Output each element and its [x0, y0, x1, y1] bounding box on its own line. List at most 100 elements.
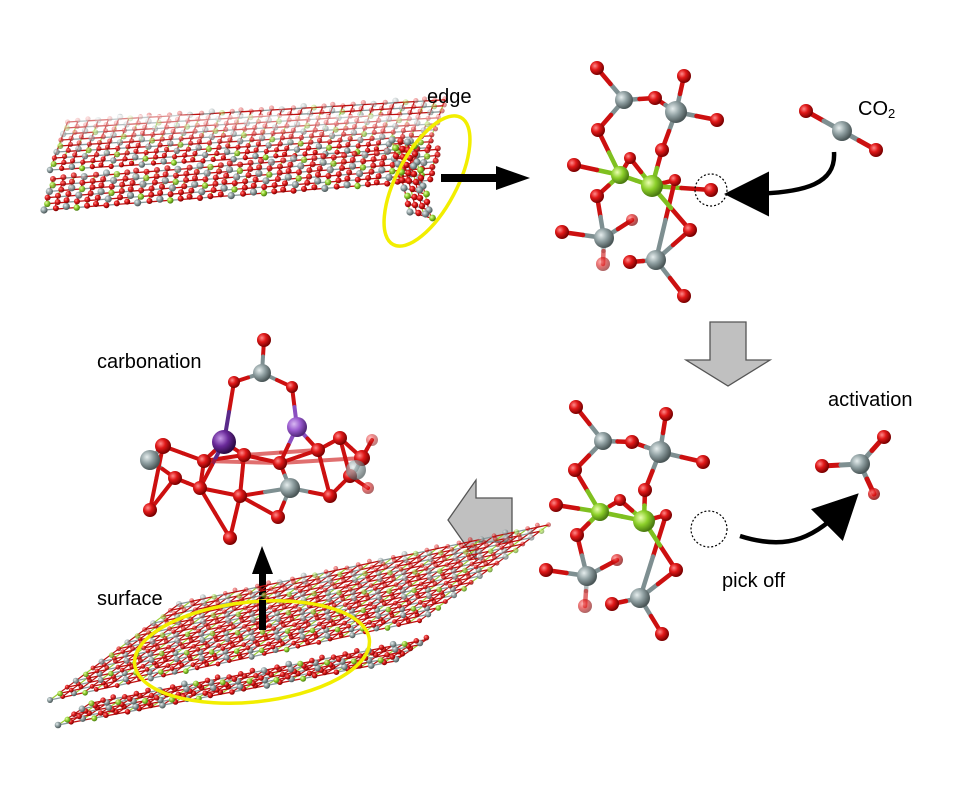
calcium-atom [513, 548, 519, 554]
carbon-atom [302, 579, 308, 585]
oxygen-atom [168, 191, 174, 197]
oxygen-atom [71, 711, 77, 717]
carbon-atom [228, 192, 235, 199]
oxygen-atom [116, 646, 121, 651]
oxygen-atom [411, 194, 417, 200]
carbon-atom [196, 144, 202, 150]
calcium-atom [142, 698, 148, 704]
calcium-atom [311, 105, 317, 111]
calcium-atom [167, 197, 173, 203]
carbonate-cluster-top [555, 61, 724, 303]
oxygen-atom [648, 91, 662, 105]
carbonation-label-text: carbonation [97, 351, 202, 373]
oxygen-atom [116, 665, 121, 670]
carbon-atom [132, 154, 138, 160]
carbon-atom [68, 184, 75, 191]
oxygen-atom [335, 150, 340, 155]
oxygen-atom [90, 164, 95, 169]
oxygen-atom [61, 160, 66, 165]
oxygen-atom [539, 563, 553, 577]
oxygen-atom [312, 155, 318, 161]
oxygen-atom [535, 523, 540, 528]
oxygen-atom [419, 203, 425, 209]
carbon-atom [204, 170, 211, 177]
oxygen-atom [334, 669, 340, 675]
oxygen-atom [59, 166, 64, 171]
oxygen-atom [280, 187, 286, 193]
oxygen-atom [232, 180, 238, 186]
calcium-atom [461, 586, 467, 592]
activation-arrow [740, 506, 846, 542]
calcium-atom [462, 568, 468, 574]
oxygen-atom [291, 188, 297, 194]
oxygen-atom [242, 185, 248, 191]
carbon-atom [279, 106, 285, 112]
oxygen-atom [449, 565, 454, 570]
carbon-atom [577, 566, 597, 586]
oxygen-atom [310, 161, 316, 167]
oxygen-atom [677, 289, 691, 303]
potassium-atom [287, 417, 307, 437]
oxygen-atom [217, 625, 222, 630]
calcium-atom [209, 649, 215, 655]
oxygen-atom [374, 150, 380, 156]
oxygen-atom [227, 160, 233, 166]
oxygen-atom [134, 691, 140, 697]
oxygen-atom [596, 257, 610, 271]
carbon-atom [426, 593, 432, 599]
oxygen-atom [272, 608, 277, 613]
oxygen-atom [257, 333, 271, 347]
carbon-atom [422, 210, 429, 217]
oxygen-atom [253, 673, 259, 679]
surface-label: surface [97, 588, 163, 611]
oxygen-atom [166, 663, 171, 668]
oxygen-atom [183, 171, 189, 177]
oxygen-atom [351, 102, 356, 107]
oxygen-atom [228, 376, 240, 388]
carbon-atom [197, 162, 204, 169]
oxygen-atom [187, 194, 193, 200]
oxygen-atom [55, 199, 61, 205]
oxygen-atom [181, 183, 187, 189]
calcium-atom [82, 690, 88, 696]
carbon-atom [233, 173, 240, 180]
carbon-atom [249, 654, 255, 660]
carbon-atom [123, 676, 129, 682]
oxygen-atom [411, 104, 416, 109]
oxygen-atom [669, 563, 683, 577]
carbon-atom [221, 185, 228, 192]
oxygen-atom [213, 181, 219, 187]
carbon-atom [615, 91, 633, 109]
calcium-atom [185, 632, 191, 638]
carbon-atom [326, 596, 332, 602]
oxygen-atom [264, 149, 269, 154]
carbon-atom [139, 161, 145, 167]
carbon-atom [416, 186, 423, 193]
oxygen-atom [336, 171, 342, 177]
oxygen-atom [284, 146, 289, 151]
oxygen-atom [317, 622, 322, 627]
oxygen-atom [567, 158, 581, 172]
oxygen-atom [387, 110, 392, 115]
oxygen-atom [398, 585, 403, 590]
oxygen-atom [186, 147, 191, 152]
oxygen-atom [383, 100, 388, 105]
oxygen-atom [324, 569, 329, 574]
carbon-atom [124, 658, 130, 664]
oxygen-atom [115, 683, 120, 688]
co2-approach-arrow [742, 152, 834, 194]
carbon-atom [149, 639, 155, 645]
oxygen-atom [164, 165, 170, 171]
carbon-atom [226, 166, 233, 173]
oxygen-atom [274, 664, 280, 670]
oxygen-atom [307, 671, 313, 677]
oxygen-atom [417, 618, 422, 623]
oxygen-atom [76, 714, 82, 720]
oxygen-atom [418, 108, 423, 113]
carbon-atom [75, 192, 82, 199]
oxygen-atom [141, 664, 146, 669]
oxygen-atom [525, 526, 530, 531]
oxygen-atom [376, 173, 382, 179]
calcium-atom [261, 592, 267, 598]
oxygen-atom [215, 674, 221, 680]
